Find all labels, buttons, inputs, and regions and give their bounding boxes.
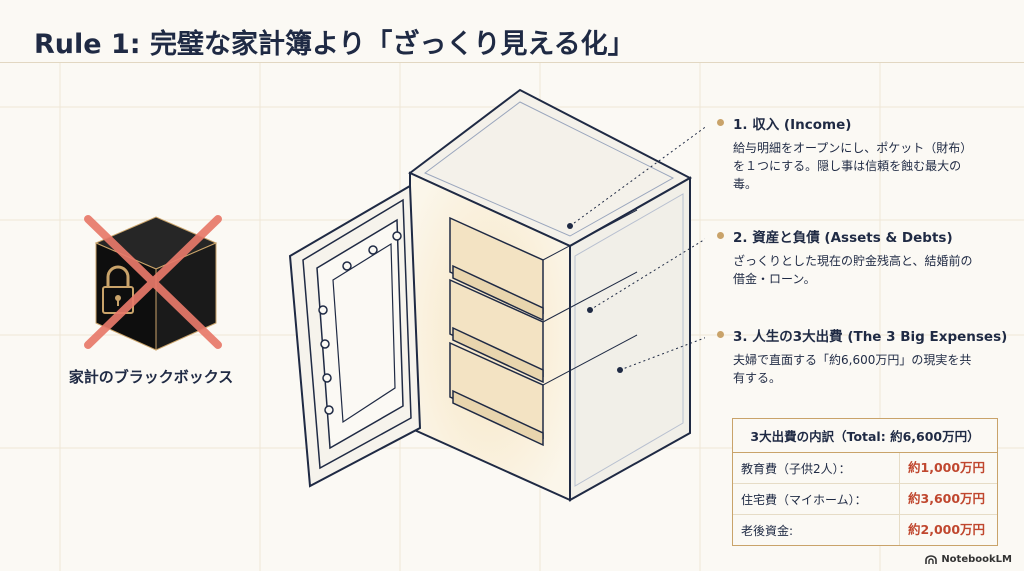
black-box-label: 家計のブラックボックス	[68, 368, 234, 386]
row-value: 約3,600万円	[899, 484, 997, 514]
table-row: 老後資金: 約2,000万円	[733, 515, 997, 545]
row-label: 教育費（子供2人）：	[741, 461, 851, 476]
row-label: 住宅費（マイホーム）：	[741, 492, 867, 507]
notebooklm-logo-icon	[925, 554, 938, 564]
note-big-expenses: 3. 人生の3大出費 (The 3 Big Expenses) 夫婦で直面する「…	[717, 325, 1008, 387]
row-label: 老後資金:	[741, 523, 794, 538]
black-box-illustration	[84, 215, 222, 351]
brand-text: NotebookLM	[941, 554, 1012, 565]
page-title: Rule 1: 完璧な家計簿より「ざっくり見える化」	[34, 29, 635, 60]
breakdown-header: 3大出費の内訳（Total: 約6,600万円）	[733, 419, 997, 453]
title-divider	[0, 62, 1024, 63]
note-heading: 2. 資産と負債 (Assets & Debts)	[733, 230, 953, 246]
bullet-dot	[717, 331, 724, 338]
row-value: 約2,000万円	[899, 515, 997, 545]
brand-watermark: NotebookLM	[925, 554, 1012, 565]
note-assets-debts: 2. 資産と負債 (Assets & Debts) ざっくりとした現在の貯金残高…	[717, 226, 982, 288]
cross-icon	[84, 215, 222, 349]
table-row: 住宅費（マイホーム）： 約3,600万円	[733, 484, 997, 515]
bullet-dot	[717, 119, 724, 126]
expense-breakdown-table: 3大出費の内訳（Total: 約6,600万円） 教育費（子供2人）： 約1,0…	[732, 418, 998, 546]
note-body: ざっくりとした現在の貯金残高と、結婚前の借金・ローン。	[733, 254, 973, 286]
note-body: 給与明細をオープンにし、ポケット（財布）を１つにする。隠し事は信頼を蝕む最大の毒…	[733, 141, 973, 191]
row-value: 約1,000万円	[899, 453, 997, 483]
table-row: 教育費（子供2人）： 約1,000万円	[733, 453, 997, 484]
note-heading: 3. 人生の3大出費 (The 3 Big Expenses)	[733, 329, 1008, 345]
note-heading: 1. 収入 (Income)	[733, 117, 852, 133]
open-safe-illustration	[288, 88, 705, 502]
bullet-dot	[717, 232, 724, 239]
note-body: 夫婦で直面する「約6,600万円」の現実を共有する。	[733, 353, 972, 385]
note-income: 1. 収入 (Income) 給与明細をオープンにし、ポケット（財布）を１つにす…	[717, 113, 982, 193]
